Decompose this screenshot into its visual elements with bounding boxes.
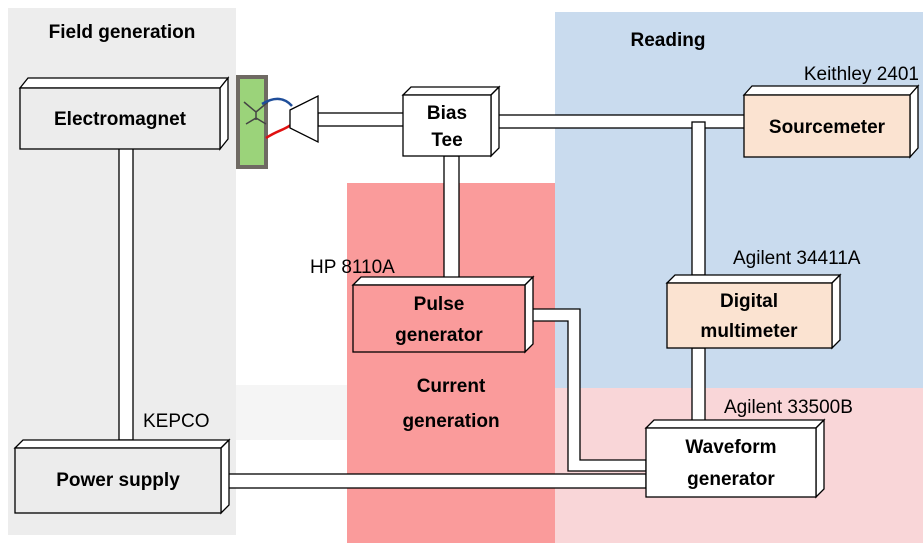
waveform-generator-line1: Waveform xyxy=(685,437,776,458)
probe-wire-blue xyxy=(261,97,293,107)
field-generation-title: Field generation xyxy=(49,22,196,43)
bias-tee-line2: Tee xyxy=(431,130,462,151)
power-supply-model: KEPCO xyxy=(143,411,210,432)
sample-contact-icon xyxy=(243,101,269,125)
digital-multimeter-box: Digital multimeter xyxy=(665,273,842,350)
cable-probe-biastee xyxy=(317,112,405,127)
pulse-generator-line2: generator xyxy=(395,325,483,346)
digital-multimeter-line2: multimeter xyxy=(700,321,798,342)
power-supply-label: Power supply xyxy=(56,470,180,491)
faint-band xyxy=(236,385,347,440)
sourcemeter-box: Sourcemeter xyxy=(742,84,920,159)
probe-wire-red xyxy=(265,123,293,140)
cable-electromagnet-powersupply xyxy=(118,147,134,441)
cable-biastee-sourcemeter xyxy=(491,114,747,129)
electromagnet-box: Electromagnet xyxy=(18,76,230,151)
cable-biastee-pulsegen xyxy=(443,155,460,279)
cable-dmm-waveform xyxy=(691,347,706,429)
current-generation-title-line1: Current xyxy=(417,376,486,397)
sourcemeter-label: Sourcemeter xyxy=(769,117,886,138)
cable-sourcemeter-dmm xyxy=(691,121,706,276)
bias-tee-line1: Bias xyxy=(427,103,467,124)
bias-tee-box: Bias Tee xyxy=(401,85,501,158)
pulse-generator-model: HP 8110A xyxy=(310,257,395,278)
waveform-generator-model: Agilent 33500B xyxy=(724,397,853,418)
electromagnet-label: Electromagnet xyxy=(54,109,187,130)
waveform-generator-box: Waveform generator xyxy=(644,418,826,499)
sample-chip xyxy=(240,79,264,165)
digital-multimeter-line1: Digital xyxy=(720,291,778,312)
cable-powersupply-waveform xyxy=(219,473,647,489)
current-generation-title-line2: generation xyxy=(402,411,499,432)
waveform-generator-line2: generator xyxy=(687,469,775,490)
sourcemeter-model: Keithley 2401 xyxy=(804,64,919,85)
reading-title: Reading xyxy=(631,30,706,51)
pulse-generator-line1: Pulse xyxy=(414,294,465,315)
probe-connector xyxy=(289,94,319,144)
sample-holder xyxy=(236,75,319,169)
pulse-generator-box: Pulse generator xyxy=(351,275,535,354)
digital-multimeter-model: Agilent 34411A xyxy=(733,248,861,269)
power-supply-box: Power supply xyxy=(13,438,231,515)
